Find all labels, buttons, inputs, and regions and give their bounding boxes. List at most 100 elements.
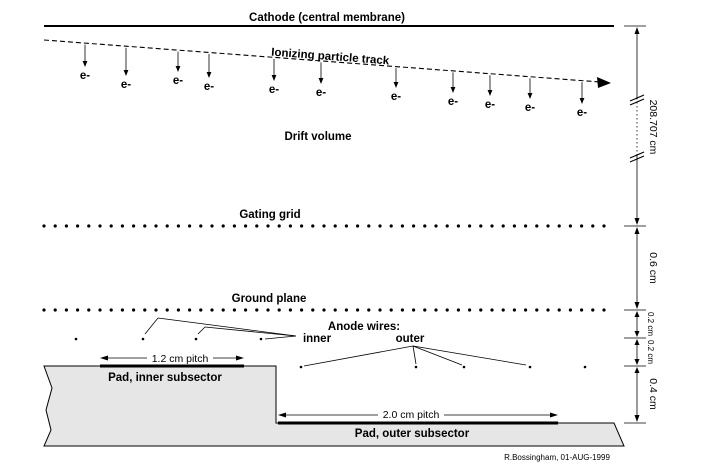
wire-dot xyxy=(255,308,259,312)
wire-dot xyxy=(557,224,561,228)
wire-dot xyxy=(580,308,584,312)
break-mark xyxy=(629,98,645,106)
pointer-line xyxy=(412,345,417,365)
wire-dot xyxy=(333,224,337,228)
wire-dot xyxy=(445,308,449,312)
credit-label: R.Bossingham, 01-AUG-1999 xyxy=(504,453,610,462)
inner-pitch-dimension: 1.2 cm pitch xyxy=(100,351,244,365)
wire-dot xyxy=(154,224,158,228)
pitch-arrow xyxy=(278,412,286,418)
anode-wire xyxy=(259,337,263,341)
wire-dot xyxy=(42,308,46,312)
inner-pointer-lines xyxy=(144,317,297,340)
electron-arrowhead xyxy=(450,87,456,93)
wire-dot xyxy=(501,224,505,228)
anode-wire xyxy=(194,337,198,341)
wire-dot xyxy=(165,308,169,312)
wire-dot xyxy=(277,308,281,312)
dim-arrow xyxy=(634,359,640,365)
anode-wire xyxy=(528,365,532,369)
wire-dot xyxy=(412,224,416,228)
wire-dot xyxy=(356,224,360,228)
dimension-scale xyxy=(624,25,646,424)
wire-dot xyxy=(367,224,371,228)
wire-dot xyxy=(591,308,595,312)
break-mark xyxy=(629,151,645,159)
electron-arrowhead xyxy=(175,66,181,72)
pointer-line xyxy=(264,335,297,340)
wire-dot xyxy=(120,224,124,228)
wire-dot xyxy=(546,308,550,312)
anode-wire xyxy=(74,337,78,341)
wire-dot xyxy=(210,224,214,228)
wire-dot xyxy=(176,308,180,312)
electron-label: e- xyxy=(269,84,279,96)
electron-label: e- xyxy=(121,79,131,91)
electron-label: e- xyxy=(80,70,90,82)
dim-arrow xyxy=(634,339,640,345)
wire-dot xyxy=(344,224,348,228)
pointer-line xyxy=(204,326,297,337)
wire-dot xyxy=(244,308,248,312)
pad-gap-label: 0.4 cm xyxy=(647,378,659,410)
pitch-label-bg xyxy=(147,351,213,364)
wire-dot xyxy=(266,308,270,312)
break-mark xyxy=(629,94,645,102)
wire-dot xyxy=(378,224,382,228)
wire-dot xyxy=(244,224,248,228)
wire-dot xyxy=(479,224,483,228)
dim-arrow xyxy=(634,331,640,337)
drift-volume-label: Drift volume xyxy=(284,131,351,143)
wire-dot xyxy=(423,308,427,312)
wire-dot xyxy=(322,224,326,228)
wire-dot xyxy=(53,224,57,228)
electron-arrowhead xyxy=(393,82,399,88)
wire-dot xyxy=(557,308,561,312)
wire-dot xyxy=(154,308,158,312)
electron-label: e- xyxy=(577,107,587,119)
dim-arrow xyxy=(634,227,640,234)
anode-wire xyxy=(583,365,587,369)
wire-dot xyxy=(356,308,360,312)
wire-dot xyxy=(76,308,80,312)
wire-dot xyxy=(434,224,438,228)
wire-dot xyxy=(389,308,393,312)
electron-arrowhead xyxy=(579,98,585,104)
outer-anode-wires xyxy=(299,365,587,369)
wire-dot xyxy=(277,224,281,228)
drift-dim-label: 208.707 cm xyxy=(647,100,659,155)
wire-dot xyxy=(568,308,573,312)
wire-dot xyxy=(176,224,180,228)
wire-dot xyxy=(524,308,528,312)
dim-arrow xyxy=(634,415,640,422)
wire-dot xyxy=(288,224,292,228)
electron-arrowhead xyxy=(487,90,493,96)
inner-anode-wires xyxy=(74,337,263,341)
wire-dot xyxy=(501,308,505,312)
wire-dot xyxy=(378,308,382,312)
outer-pitch-dimension: 2.0 cm pitch xyxy=(278,408,558,421)
electron-label: e- xyxy=(173,75,183,87)
track-label: Ionizing particle track xyxy=(271,47,390,68)
break-mark xyxy=(629,155,645,163)
wire-dot xyxy=(434,308,438,312)
wire-dot xyxy=(490,224,494,228)
wire-dot xyxy=(300,224,304,228)
electron-label: e- xyxy=(525,102,535,114)
pointer-line xyxy=(157,317,297,337)
wire-dot xyxy=(456,224,460,228)
wire-dot xyxy=(199,308,203,312)
pad-outer-label: Pad, outer subsector xyxy=(355,428,470,440)
wire-dot xyxy=(546,224,550,228)
electron-label: e- xyxy=(485,99,495,111)
wire-dot xyxy=(490,308,494,312)
pitch-label-bg xyxy=(378,408,444,421)
wire-dot xyxy=(143,224,147,228)
wire-dot xyxy=(87,308,91,312)
electron-label: e- xyxy=(391,91,401,103)
dim-arrow xyxy=(634,218,640,225)
pointer-line xyxy=(412,345,463,366)
wire-dot xyxy=(132,308,136,312)
wire-dot xyxy=(255,224,259,228)
dim-arrow xyxy=(634,302,640,309)
